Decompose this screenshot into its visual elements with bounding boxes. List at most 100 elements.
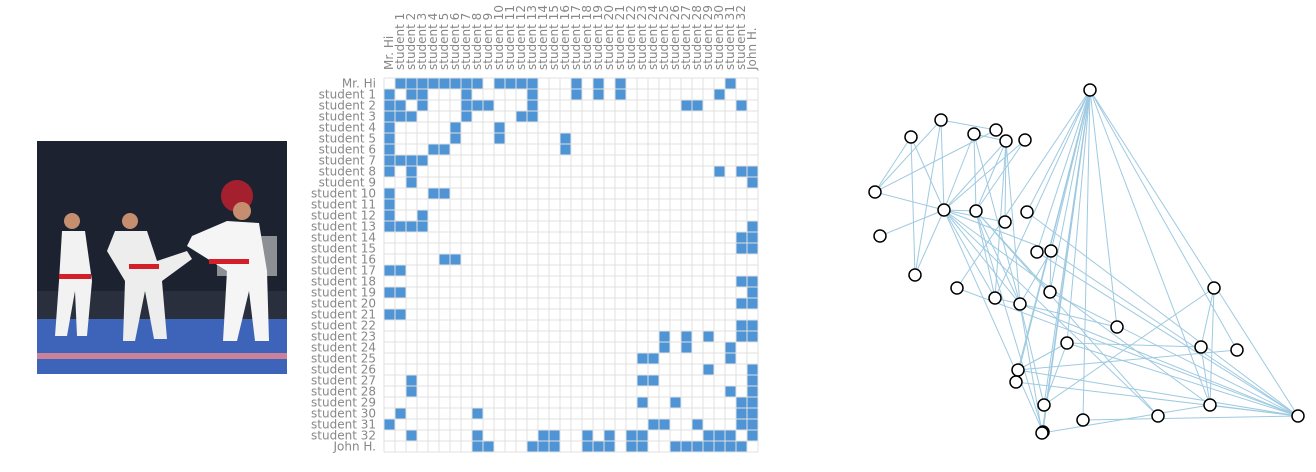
- matrix-cell: [692, 100, 703, 111]
- matrix-column-label: student 6: [448, 13, 462, 70]
- matrix-cell: [549, 441, 560, 452]
- matrix-cell: [428, 78, 439, 89]
- matrix-cell: [747, 298, 758, 309]
- matrix-column-label: student 8: [470, 13, 484, 70]
- network-node: [1020, 205, 1034, 219]
- matrix-cell: [560, 144, 571, 155]
- network-edge: [1019, 303, 1045, 406]
- matrix-cell: [472, 100, 483, 111]
- matrix-cell: [736, 276, 747, 287]
- matrix-cell: [395, 265, 406, 276]
- matrix-cell: [648, 375, 659, 386]
- matrix-cell: [703, 331, 714, 342]
- matrix-cell: [384, 155, 395, 166]
- matrix-row-label: student 6: [319, 143, 376, 157]
- matrix-cell: [714, 166, 725, 177]
- matrix-row-label: student 27: [311, 374, 376, 388]
- network-node: [1035, 426, 1049, 440]
- matrix-cell: [527, 111, 538, 122]
- matrix-cell: [725, 342, 736, 353]
- matrix-cell: [747, 276, 758, 287]
- matrix-row-label: student 28: [311, 385, 376, 399]
- matrix-cell: [747, 232, 758, 243]
- network-edge: [943, 209, 1211, 406]
- matrix-cell: [461, 89, 472, 100]
- network-node: [1207, 281, 1221, 295]
- matrix-cell: [417, 100, 428, 111]
- matrix-column-label: student 20: [602, 5, 616, 70]
- network-edge: [1200, 346, 1211, 406]
- network-edge: [975, 210, 996, 299]
- matrix-cell: [384, 89, 395, 100]
- matrix-cell: [648, 353, 659, 364]
- network-edge: [1066, 342, 1299, 417]
- matrix-cell: [736, 232, 747, 243]
- network-edge: [973, 133, 1021, 305]
- matrix-column-label: student 7: [459, 13, 473, 70]
- network-edge: [914, 119, 942, 276]
- network-node: [873, 229, 887, 243]
- matrix-row-label: student 7: [319, 154, 376, 168]
- matrix-column-label: student 1: [393, 13, 407, 70]
- matrix-column-label: student 5: [437, 13, 451, 70]
- matrix-cell: [406, 430, 417, 441]
- matrix-row-label: student 17: [311, 264, 376, 278]
- matrix-column-label: student 18: [580, 5, 594, 70]
- matrix-cell: [395, 408, 406, 419]
- network-node: [1203, 398, 1217, 412]
- matrix-cell: [593, 441, 604, 452]
- matrix-cell: [582, 441, 593, 452]
- matrix-cell: [461, 100, 472, 111]
- network-edge: [914, 209, 945, 276]
- matrix-cell: [736, 331, 747, 342]
- matrix-cell: [527, 89, 538, 100]
- matrix-cell: [384, 199, 395, 210]
- network-node: [999, 134, 1013, 148]
- network-edge: [975, 210, 1159, 417]
- matrix-cell: [747, 397, 758, 408]
- matrix-row-label: student 25: [311, 352, 376, 366]
- matrix-cell: [439, 254, 450, 265]
- matrix-row-label: student 4: [319, 121, 376, 135]
- matrix-cell: [527, 78, 538, 89]
- network-node: [1030, 245, 1044, 259]
- matrix-cell: [736, 243, 747, 254]
- matrix-cell: [417, 89, 428, 100]
- karate-photo-image: [37, 141, 287, 374]
- matrix-cell: [703, 441, 714, 452]
- matrix-cell: [747, 243, 758, 254]
- network-node: [934, 113, 948, 127]
- matrix-cell: [747, 287, 758, 298]
- network-edge: [940, 119, 997, 131]
- matrix-cell: [384, 287, 395, 298]
- network-edge: [1019, 303, 1299, 417]
- matrix-cell: [703, 430, 714, 441]
- matrix-cell: [747, 430, 758, 441]
- matrix-column-label: student 4: [426, 13, 440, 70]
- matrix-cell: [395, 221, 406, 232]
- matrix-cell: [395, 100, 406, 111]
- matrix-cell: [560, 133, 571, 144]
- matrix-cell: [417, 221, 428, 232]
- matrix-column-label: student 21: [613, 5, 627, 70]
- matrix-cell: [406, 221, 417, 232]
- matrix-row-label: student 8: [319, 165, 376, 179]
- matrix-cell: [516, 78, 527, 89]
- matrix-row-label: student 11: [311, 198, 376, 212]
- matrix-cell: [384, 100, 395, 111]
- matrix-column-label: student 12: [514, 5, 528, 70]
- network-edge: [1026, 211, 1299, 417]
- matrix-cell: [384, 166, 395, 177]
- network-edge: [1066, 89, 1091, 344]
- matrix-row-label: student 19: [311, 286, 376, 300]
- matrix-cell: [582, 430, 593, 441]
- matrix-cell: [461, 78, 472, 89]
- matrix-cell: [384, 309, 395, 320]
- network-edge: [943, 209, 996, 299]
- matrix-cell: [428, 144, 439, 155]
- network-edge: [1019, 303, 1118, 328]
- matrix-cell: [681, 100, 692, 111]
- matrix-cell: [659, 331, 670, 342]
- matrix-column-label: student 32: [734, 5, 748, 70]
